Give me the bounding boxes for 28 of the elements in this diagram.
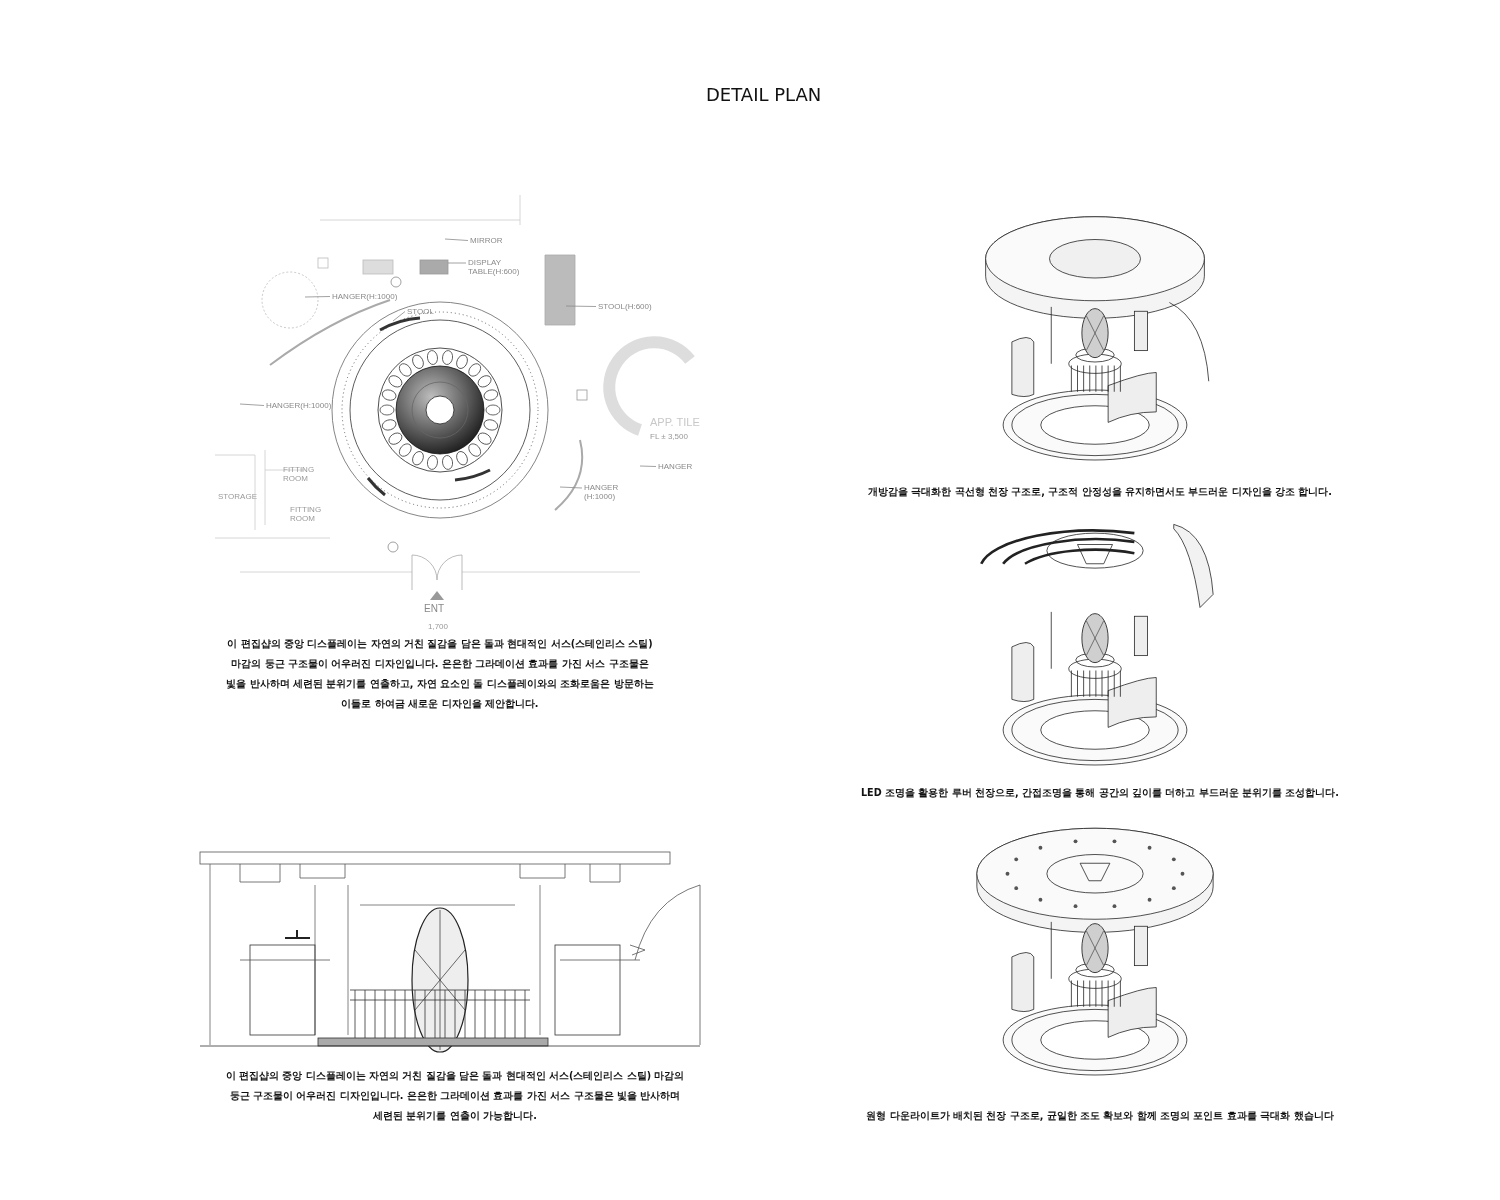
entrance-label: ENT xyxy=(424,604,444,613)
part-label: DISPLAY TABLE(H:600) xyxy=(468,258,538,276)
part-label: HANGER (H:1000) xyxy=(584,483,639,501)
caption: LED 조명을 활용한 루버 천장으로, 간접조명을 통해 공간의 깊이를 더하고 부드러운 분위기를 조성합니다. xyxy=(860,786,1340,800)
leader-line xyxy=(447,262,467,264)
caption: 원형 다운라이트가 배치된 천장 구조로, 균일한 조도 확보와 함께 조명의 포인트 효과를 극대화 했습니다 xyxy=(865,1109,1335,1123)
part-label: MIRROR xyxy=(470,236,503,245)
leader-line xyxy=(444,238,469,241)
part-label: HANGER(H:1000) xyxy=(266,401,332,410)
part-label: STOOL xyxy=(407,307,434,316)
floor-level-label: FL ± 3,500 xyxy=(650,432,688,441)
room-label: STORAGE xyxy=(218,492,257,501)
room-label: FITTING ROOM xyxy=(283,465,316,483)
caption: 이 편집샵의 중앙 디스플레이는 자연의 거친 질감을 담은 돌과 현대적인 서스(스테인리스 스틸) 마감의 둥근 구조물이 어우러진 디자인입니다. 은은한 그라데이션 효과를 가진 서스 구조물은 빛을 반사하며 세련된 분위기를 연출이 가능합니다. xyxy=(225,1069,685,1123)
page-title: DETAIL PLAN xyxy=(706,84,822,105)
leader-line xyxy=(639,465,657,467)
leader-line xyxy=(392,311,406,322)
caption: 개방감을 극대화한 곡선형 천장 구조로, 구조적 안정성을 유지하면서도 부드러운 디자인을 강조 합니다. xyxy=(867,485,1333,499)
leader-line xyxy=(559,486,583,489)
part-label: HANGER xyxy=(658,462,693,471)
leader-line xyxy=(304,296,331,298)
caption: 이 편집샵의 중앙 디스플레이는 자연의 거친 질감을 담은 돌과 현대적인 서스(스테인리스 스틸) 마감의 둥근 구조물이 어우러진 디자인입니다. 은은한 그라데이션 효과를 가진 서스 구조물은 빛을 반사하며 세련된 분위기를 연출하고, 자연 요소인 돌 디스플레이와의 조화로움은 방문하는 이들로 하여금 새로운 디자인을 제안합니다. xyxy=(225,637,655,711)
part-label: HANGER(H:1000) xyxy=(332,292,398,301)
part-label: STOOL(H:600) xyxy=(598,302,652,311)
leader-line xyxy=(565,305,597,307)
room-label: FITTING ROOM xyxy=(290,505,323,523)
leader-line xyxy=(239,403,265,406)
dimension-label: 1,700 xyxy=(428,622,449,631)
